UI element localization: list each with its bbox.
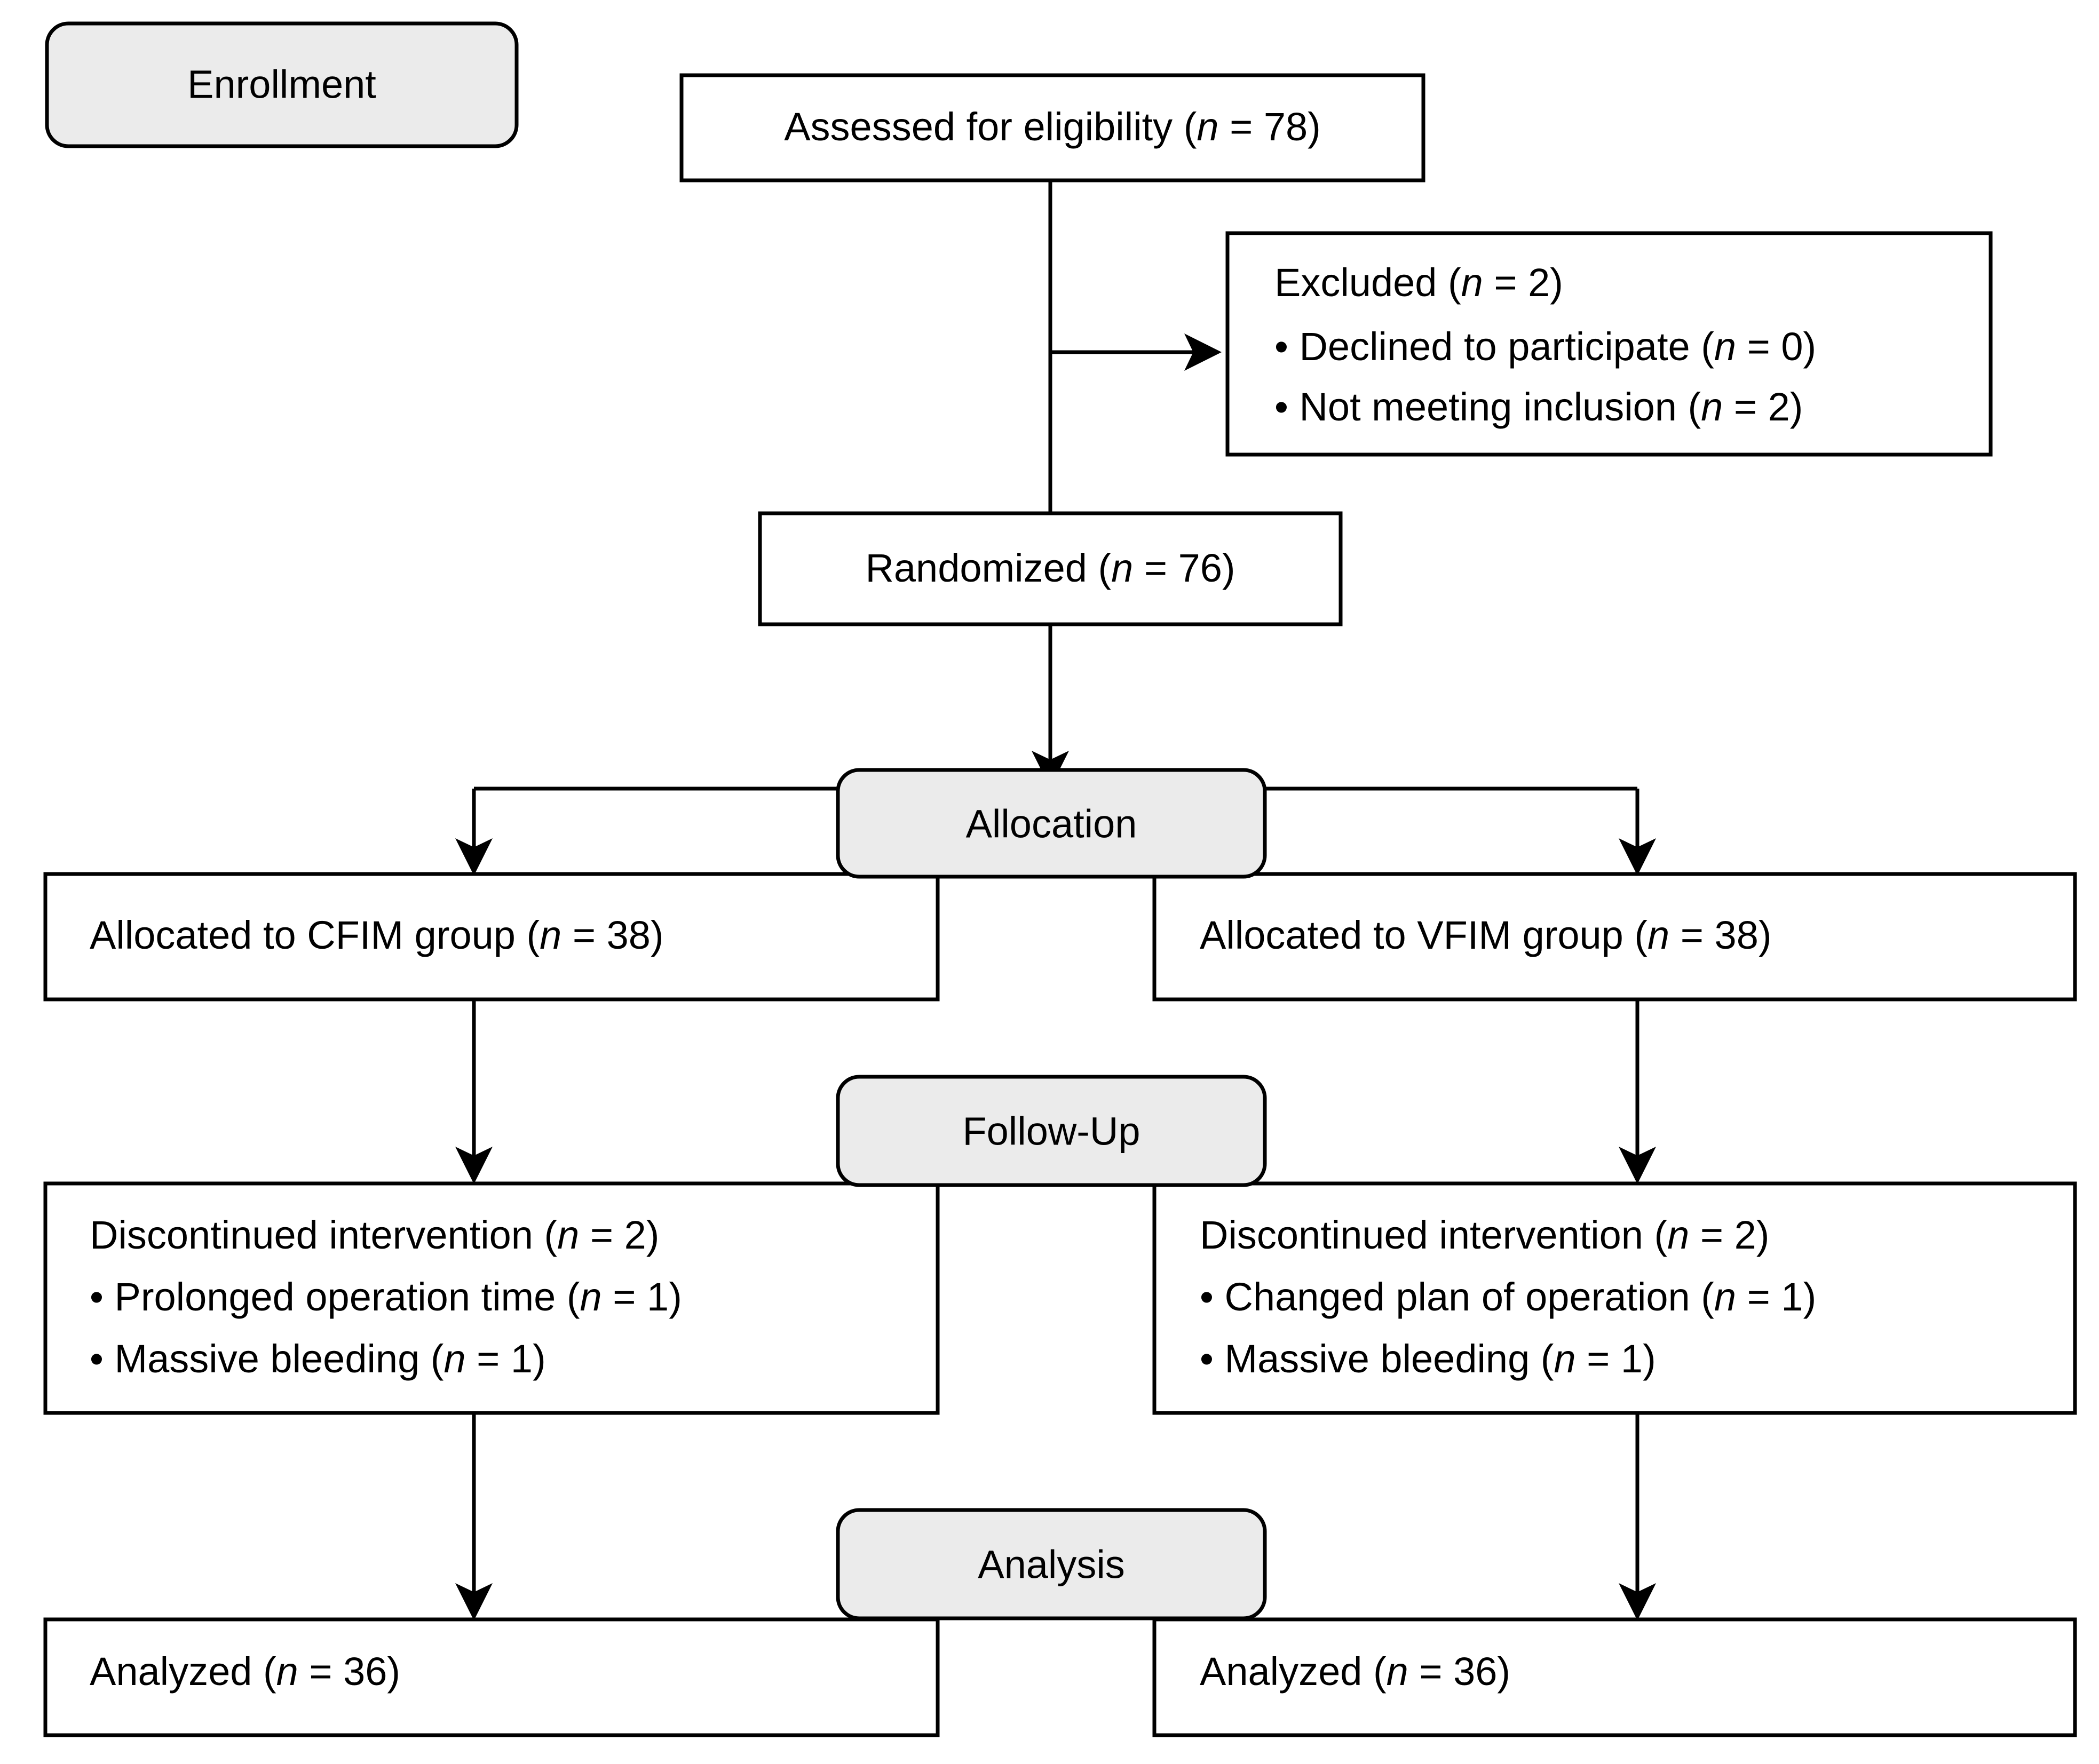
- follow-right-l3-prefix: Massive bleeding (: [1224, 1337, 1554, 1381]
- stage-label-analysis: Analysis: [836, 1508, 1267, 1620]
- excluded-l2-suffix: = 0): [1736, 324, 1816, 369]
- randomized-italic-n: n: [1111, 546, 1133, 590]
- follow-left-l3-bullet: •: [90, 1337, 114, 1381]
- node-analyzed-vfim-text: Analyzed (n = 36): [1200, 1649, 1510, 1694]
- stage-label-allocation: Allocation: [836, 768, 1267, 879]
- node-discontinued-cfim-line-3: • Massive bleeding (n = 1): [90, 1337, 546, 1381]
- excluded-l3-prefix: Not meeting inclusion (: [1299, 385, 1701, 429]
- stage-label-followup-text: Follow-Up: [962, 1109, 1140, 1154]
- follow-right-l1-prefix: Discontinued intervention (: [1200, 1213, 1668, 1257]
- follow-left-l2-prefix: Prolonged operation time (: [114, 1275, 580, 1319]
- node-allocated-cfim: Allocated to CFIM group (n = 38): [43, 872, 940, 1002]
- node-discontinued-cfim-line-2: • Prolonged operation time (n = 1): [90, 1275, 682, 1319]
- follow-left-l3-italic-n: n: [443, 1337, 465, 1381]
- follow-right-l2-italic-n: n: [1714, 1275, 1736, 1319]
- node-discontinued-vfim-rect: [1152, 1181, 2077, 1415]
- node-allocated-vfim: Allocated to VFIM group (n = 38): [1152, 872, 2077, 1002]
- alloc-right-prefix: Allocated to VFIM group (: [1200, 913, 1647, 957]
- node-assessed-for-eligibility: Assessed for eligibility (n = 78): [679, 73, 1425, 182]
- node-discontinued-cfim: Discontinued intervention (n = 2) • Prol…: [43, 1181, 940, 1415]
- follow-right-l3-bullet: •: [1200, 1337, 1224, 1381]
- alloc-left-prefix: Allocated to CFIM group (: [90, 913, 540, 957]
- follow-right-l2-prefix: Changed plan of operation (: [1224, 1275, 1714, 1319]
- follow-right-l1-italic-n: n: [1667, 1213, 1689, 1257]
- node-analyzed-cfim-rect: [43, 1617, 940, 1737]
- node-discontinued-vfim-line-2: • Changed plan of operation (n = 1): [1200, 1275, 1816, 1319]
- alloc-right-suffix: = 38): [1669, 913, 1771, 957]
- excluded-l2-prefix: Declined to participate (: [1299, 324, 1714, 369]
- stage-label-followup: Follow-Up: [836, 1075, 1267, 1187]
- follow-left-l2-bullet: •: [90, 1275, 114, 1319]
- analyzed-left-prefix: Analyzed (: [90, 1649, 276, 1694]
- stage-label-analysis-text: Analysis: [978, 1543, 1125, 1587]
- stage-label-followup-rect: [836, 1075, 1267, 1187]
- excluded-l3-suffix: = 2): [1723, 385, 1803, 429]
- assessed-prefix: Assessed for eligibility (: [784, 105, 1197, 149]
- excluded-l3-bullet: •: [1274, 385, 1299, 429]
- node-analyzed-vfim-rect: [1152, 1617, 2077, 1737]
- follow-right-l2-suffix: = 1): [1736, 1275, 1816, 1319]
- assessed-italic-n: n: [1197, 105, 1218, 149]
- follow-right-l1-suffix: = 2): [1689, 1213, 1769, 1257]
- node-analyzed-cfim-text: Analyzed (n = 36): [90, 1649, 400, 1694]
- alloc-left-italic-n: n: [540, 913, 561, 957]
- node-allocated-vfim-text: Allocated to VFIM group (n = 38): [1200, 913, 1772, 957]
- follow-right-l2-bullet: •: [1200, 1275, 1224, 1319]
- follow-left-l2-suffix: = 1): [602, 1275, 682, 1319]
- stage-label-enrollment: Enrollment: [45, 21, 519, 148]
- follow-right-l3-suffix: = 1): [1576, 1337, 1656, 1381]
- analyzed-left-suffix: = 36): [298, 1649, 400, 1694]
- node-randomized-rect: [758, 511, 1343, 626]
- excluded-l1-prefix: Excluded (: [1274, 260, 1461, 305]
- node-assessed-text: Assessed for eligibility (n = 78): [784, 105, 1321, 149]
- node-discontinued-vfim-line-3: • Massive bleeding (n = 1): [1200, 1337, 1656, 1381]
- stage-label-allocation-rect: [836, 768, 1267, 879]
- node-discontinued-vfim-line-1: Discontinued intervention (n = 2): [1200, 1213, 1769, 1257]
- alloc-right-italic-n: n: [1647, 913, 1669, 957]
- node-discontinued-vfim: Discontinued intervention (n = 2) • Chan…: [1152, 1181, 2077, 1415]
- node-analyzed-vfim: Analyzed (n = 36): [1152, 1617, 2077, 1737]
- node-allocated-cfim-text: Allocated to CFIM group (n = 38): [90, 913, 664, 957]
- node-excluded: Excluded (n = 2) • Declined to participa…: [1225, 231, 1993, 457]
- analyzed-right-italic-n: n: [1387, 1649, 1408, 1694]
- node-excluded-line-3: • Not meeting inclusion (n = 2): [1274, 385, 1803, 429]
- analyzed-right-suffix: = 36): [1408, 1649, 1510, 1694]
- node-discontinued-cfim-line-1: Discontinued intervention (n = 2): [90, 1213, 659, 1257]
- node-allocated-vfim-rect: [1152, 872, 2077, 1002]
- follow-left-l1-italic-n: n: [557, 1213, 579, 1257]
- node-randomized: Randomized (n = 76): [758, 511, 1343, 626]
- randomized-prefix: Randomized (: [865, 546, 1111, 590]
- stage-label-allocation-text: Allocation: [966, 802, 1137, 846]
- node-excluded-line-2: • Declined to participate (n = 0): [1274, 324, 1816, 369]
- stage-label-analysis-rect: [836, 1508, 1267, 1620]
- excluded-l1-italic-n: n: [1461, 260, 1483, 305]
- node-assessed-rect: [679, 73, 1425, 182]
- node-analyzed-cfim: Analyzed (n = 36): [43, 1617, 940, 1737]
- excluded-l1-suffix: = 2): [1483, 260, 1563, 305]
- node-discontinued-cfim-rect: [43, 1181, 940, 1415]
- follow-right-l3-italic-n: n: [1554, 1337, 1575, 1381]
- follow-left-l1-prefix: Discontinued intervention (: [90, 1213, 558, 1257]
- stage-label-enrollment-rect: [45, 21, 519, 148]
- stage-label-enrollment-text: Enrollment: [187, 62, 376, 107]
- node-excluded-rect: [1225, 231, 1993, 457]
- randomized-suffix: = 76): [1133, 546, 1235, 590]
- excluded-l2-bullet: •: [1274, 324, 1299, 369]
- excluded-l3-italic-n: n: [1701, 385, 1723, 429]
- analyzed-right-prefix: Analyzed (: [1200, 1649, 1387, 1694]
- follow-left-l3-suffix: = 1): [466, 1337, 546, 1381]
- analyzed-left-italic-n: n: [276, 1649, 298, 1694]
- node-excluded-line-1: Excluded (n = 2): [1274, 260, 1563, 305]
- excluded-l2-italic-n: n: [1714, 324, 1736, 369]
- follow-left-l1-suffix: = 2): [579, 1213, 659, 1257]
- alloc-left-suffix: = 38): [561, 913, 663, 957]
- assessed-suffix: = 78): [1219, 105, 1321, 149]
- node-randomized-text: Randomized (n = 76): [865, 546, 1235, 590]
- follow-left-l2-italic-n: n: [580, 1275, 602, 1319]
- node-allocated-cfim-rect: [43, 872, 940, 1002]
- follow-left-l3-prefix: Massive bleeding (: [114, 1337, 443, 1381]
